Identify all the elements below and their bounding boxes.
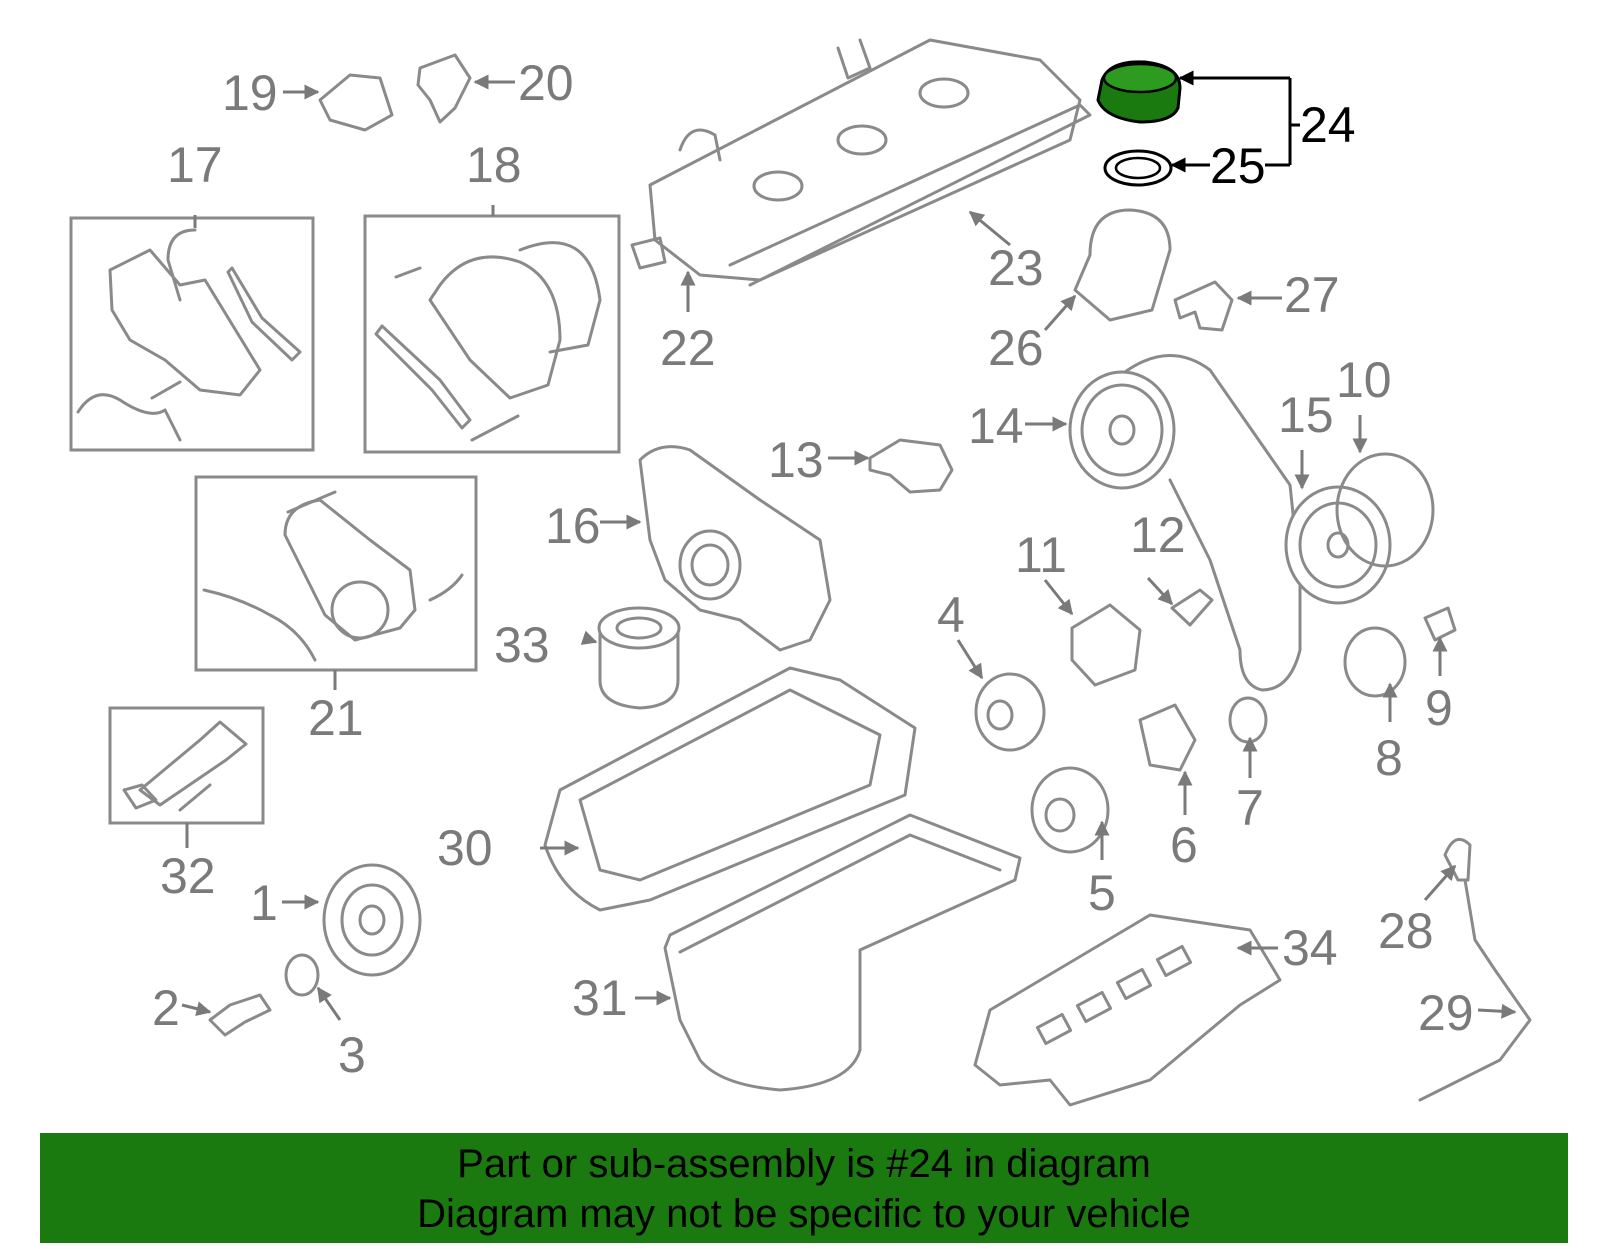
callout-11: 11: [1015, 527, 1067, 583]
callout-22: 22: [660, 320, 716, 376]
part-32-sealant-tube: [122, 720, 248, 812]
callout-31: 31: [572, 970, 628, 1026]
callout-20: 20: [518, 55, 574, 111]
frame-17: [69, 216, 315, 452]
callout-27: 27: [1284, 267, 1340, 323]
callout-labels: 19 20 17 18 21 32 22 23 24 25 26 27 10 1…: [152, 55, 1474, 1083]
part-17-timing-cover-set: [76, 228, 302, 442]
callout-33: 33: [494, 617, 550, 673]
callout-29: 29: [1418, 985, 1474, 1041]
part-3-washer: [284, 953, 320, 997]
part-12-bolt: [1170, 588, 1214, 627]
frame-21: [194, 475, 478, 672]
part-11-tensioner: [1070, 603, 1142, 687]
part-21-rear-seal-set: [202, 490, 464, 662]
callout-3: 3: [338, 1027, 366, 1083]
part-16-oil-pump: [638, 445, 832, 652]
part-4-idler: [974, 672, 1046, 752]
callout-24: 24: [1300, 97, 1356, 153]
banner-line-2: Diagram may not be specific to your vehi…: [417, 1192, 1191, 1236]
part-26-housing: [1073, 208, 1172, 322]
part-34-intake-manifold: [973, 913, 1282, 1107]
part-33-oil-filter: [597, 606, 681, 710]
part-20-bracket: [416, 53, 472, 124]
callout-6: 6: [1170, 817, 1198, 873]
part-1-crank-pulley: [322, 863, 422, 977]
callout-26: 26: [988, 320, 1044, 376]
part-18-timing-cover-set: [374, 241, 602, 442]
part-28-dipstick-handle: [1443, 837, 1472, 882]
part-24-oil-filler-cap: [1096, 60, 1182, 124]
callout-28: 28: [1378, 903, 1434, 959]
banner-line-1: Part or sub-assembly is #24 in diagram: [457, 1142, 1151, 1186]
leader-lines: [181, 70, 1517, 1021]
callout-8: 8: [1375, 730, 1403, 786]
part-6-seal: [1138, 703, 1197, 772]
part-25-gasket: [1103, 149, 1173, 187]
callout-30: 30: [437, 820, 493, 876]
part-13-sensor: [868, 438, 954, 494]
callout-2: 2: [152, 980, 180, 1036]
callout-18: 18: [466, 137, 522, 193]
callout-34: 34: [1282, 920, 1338, 976]
callout-4: 4: [937, 587, 965, 643]
part-9-bushing: [1423, 606, 1457, 642]
callout-19: 19: [222, 65, 278, 121]
part-2-bolt: [208, 993, 272, 1037]
callout-7: 7: [1236, 780, 1264, 836]
part-5-gear: [1030, 766, 1110, 854]
callout-5: 5: [1088, 865, 1116, 921]
part-19-bracket: [318, 73, 394, 132]
callout-12: 12: [1130, 507, 1186, 563]
callout-16: 16: [545, 498, 601, 554]
part-30-oil-pan-upper: [543, 666, 917, 912]
callout-10: 10: [1336, 352, 1392, 408]
callout-32: 32: [160, 848, 216, 904]
part-27-elbow: [1173, 280, 1234, 332]
part-8-seal: [1343, 626, 1407, 698]
callout-25: 25: [1210, 138, 1266, 194]
part-23-valve-cover: [630, 38, 1092, 287]
callout-9: 9: [1425, 680, 1453, 736]
callout-1: 1: [250, 875, 278, 931]
callout-17: 17: [167, 137, 223, 193]
callout-15: 15: [1278, 387, 1334, 443]
callout-13: 13: [768, 432, 824, 488]
part-10-sprocket: [1335, 452, 1435, 568]
callout-21: 21: [308, 690, 364, 746]
part-15-sprocket: [1284, 485, 1392, 605]
part-timing-belt: [1123, 354, 1302, 692]
callout-23: 23: [988, 240, 1044, 296]
part-31-oil-pan: [663, 813, 1022, 1092]
part-7-seal: [1228, 696, 1268, 744]
info-banner: Part or sub-assembly is #24 in diagram D…: [40, 1133, 1568, 1243]
callout-14: 14: [968, 398, 1024, 454]
part-14-cam-sprocket: [1068, 370, 1176, 490]
part-29-dipstick-tube: [1418, 878, 1532, 1102]
